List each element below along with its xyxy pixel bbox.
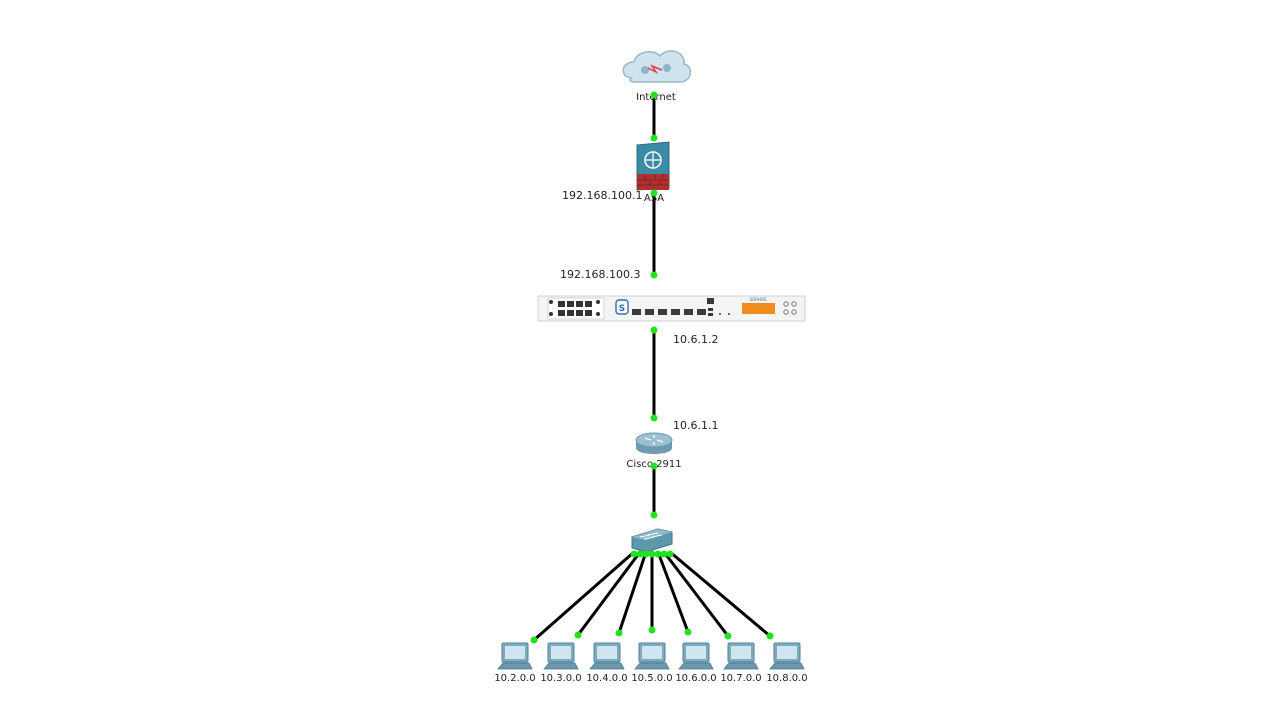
switch-node[interactable]	[631, 528, 673, 553]
links-layer	[533, 95, 771, 642]
pc-icon	[678, 642, 714, 670]
cloud-icon	[622, 50, 692, 83]
pc-label-3: 10.4.0.0	[586, 673, 627, 684]
link-status-dot	[684, 628, 692, 636]
link-status-dot	[650, 134, 658, 142]
sophos-brand-text: SOPHOS	[750, 297, 767, 302]
pc-label-7: 10.8.0.0	[766, 673, 807, 684]
link-status-dot	[642, 550, 650, 558]
pc-node-7[interactable]: 10.8.0.0	[766, 642, 808, 684]
link-status-dot	[574, 631, 582, 639]
link-status-dot	[648, 550, 656, 558]
link-switch-pc-5[interactable]	[656, 551, 690, 633]
link-status-dot	[530, 636, 538, 644]
pc-node-4[interactable]: 10.5.0.0	[631, 642, 673, 684]
link-switch-pc-1[interactable]	[533, 550, 635, 642]
link-status-dot	[650, 271, 658, 279]
link-status-dot	[766, 632, 774, 640]
router-icon	[635, 432, 673, 454]
pc-node-2[interactable]: 10.3.0.0	[540, 642, 582, 684]
link-status-dot	[636, 550, 644, 558]
pc-icon	[723, 642, 759, 670]
ip-label-asa-inside: 192.168.100.1	[562, 189, 642, 202]
ip-label-sophos-inside: 10.6.1.2	[673, 333, 718, 346]
link-status-dot	[650, 91, 658, 99]
link-switch-pc-6[interactable]	[662, 551, 730, 637]
link-status-dot	[650, 414, 658, 422]
link-status-dot	[630, 550, 638, 558]
link-status-dot	[650, 511, 658, 519]
firewall-icon	[636, 141, 670, 191]
pc-label-4: 10.5.0.0	[631, 673, 672, 684]
link-switch-pc-2[interactable]	[576, 551, 642, 636]
ip-label-router-outside: 10.6.1.1	[673, 419, 718, 432]
pc-node-5[interactable]: 10.6.0.0	[675, 642, 717, 684]
pc-label-6: 10.7.0.0	[720, 673, 761, 684]
pc-icon	[543, 642, 579, 670]
pc-node-1[interactable]: 10.2.0.0	[494, 642, 536, 684]
link-status-dot	[724, 632, 732, 640]
sophos-node[interactable]: S SOPHOS	[537, 295, 806, 322]
asa-node[interactable]: ASA	[636, 141, 670, 204]
asa-label: ASA	[644, 193, 664, 204]
pc-icon	[769, 642, 805, 670]
pc-node-6[interactable]: 10.7.0.0	[720, 642, 762, 684]
switch-pc-links	[533, 550, 771, 642]
link-switch-pc-7[interactable]	[669, 550, 771, 638]
link-status-dot	[650, 462, 658, 470]
pc-label-5: 10.6.0.0	[675, 673, 716, 684]
pc-label-2: 10.3.0.0	[540, 673, 581, 684]
pc-icon	[634, 642, 670, 670]
sophos-firewall-appliance-icon: S SOPHOS	[537, 295, 806, 322]
link-status-dot	[650, 326, 658, 334]
link-status-dots	[530, 91, 774, 644]
pc-node-3[interactable]: 10.4.0.0	[586, 642, 628, 684]
pc-label-1: 10.2.0.0	[494, 673, 535, 684]
interface-labels: 192.168.100.1 192.168.100.3 10.6.1.2 10.…	[560, 189, 718, 432]
link-status-dot	[650, 189, 658, 197]
ip-label-sophos-outside: 192.168.100.3	[560, 268, 640, 281]
link-status-dot	[654, 550, 662, 558]
link-status-dot	[666, 550, 674, 558]
pc-icon	[497, 642, 533, 670]
switch-icon	[631, 528, 673, 553]
link-status-dot	[660, 550, 668, 558]
link-switch-pc-3[interactable]	[617, 551, 648, 634]
link-status-dot	[615, 629, 623, 637]
svg-text:S: S	[619, 304, 625, 314]
pc-icon	[589, 642, 625, 670]
link-status-dot	[648, 626, 656, 634]
